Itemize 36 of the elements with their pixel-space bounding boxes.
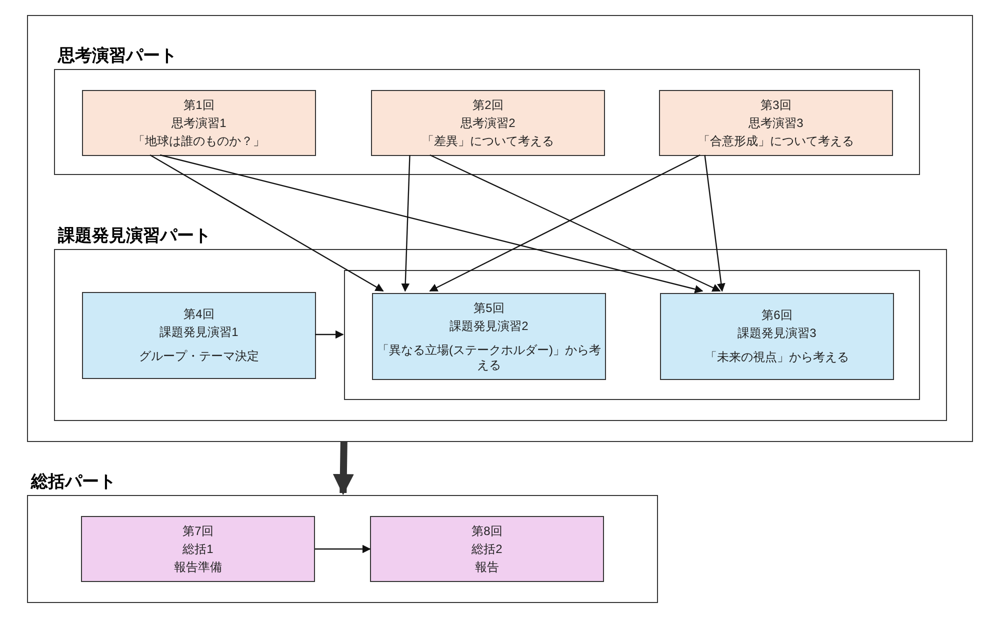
arrow [150,154,384,292]
session-text: 第6回 [762,308,792,323]
arrow [160,154,704,294]
session-text: 報告準備 [174,560,222,574]
session-text: 思考演習2 [460,116,516,130]
session-text: 「未来の視点」から考える [705,350,849,365]
session-text: 第4回 [184,307,214,322]
session-text: 課題発見演習2 [450,318,528,334]
session-text: 報告 [475,560,499,574]
arrow [315,330,344,339]
session-text: 思考演習3 [748,116,804,130]
session-text: 課題発見演習1 [160,325,238,340]
arrow [315,544,371,554]
section-heading: 課題発見演習パート [58,225,211,247]
arrow [704,154,726,292]
session-text: 「地球は誰のものか？」 [133,134,265,148]
frame-box [344,270,920,400]
frame-box [27,15,973,442]
session-text: 総括1 [182,542,214,556]
session-text: 第5回 [474,300,504,316]
arrow [332,442,354,496]
arrow [401,154,410,292]
session-text: 「差異」について考える [422,134,554,148]
section-heading: 思考演習パート [58,45,177,67]
session-text: 「異なる立場(ステークホルダー)」から考える [376,342,602,372]
session-text: 「合意形成」について考える [698,134,854,148]
session-text: 課題発見演習3 [738,326,816,341]
session-text: グループ・テーマ決定 [139,349,259,364]
session-text: 第7回 [182,524,214,538]
section-heading: 総括パート [31,471,116,493]
session-text: 第2回 [472,98,504,112]
session-text: 総括2 [472,542,502,556]
session-text: 第3回 [760,98,792,112]
session-text: 第8回 [472,524,502,538]
session-text: 第1回 [184,98,214,112]
session-text: 思考演習1 [172,116,226,130]
